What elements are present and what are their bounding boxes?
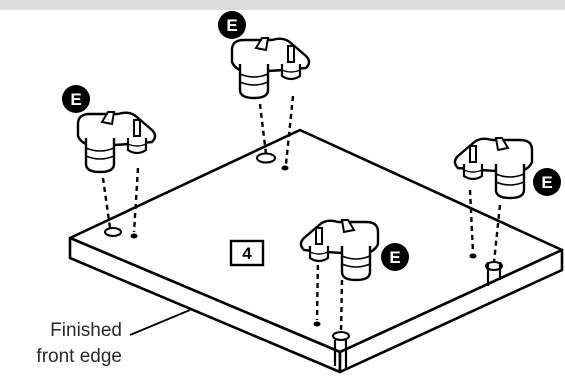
callout-e-back-left: E [62, 85, 90, 113]
edge-label-leader [130, 310, 190, 335]
edge-label-line1: Finished [0, 320, 122, 342]
svg-text:E: E [541, 173, 552, 192]
svg-text:E: E [226, 16, 237, 35]
caster-clip-back-center [232, 38, 309, 98]
callout-e-right: E [533, 168, 561, 196]
edge-label-line2: front edge [0, 346, 122, 368]
panel-number-box: 4 [231, 241, 263, 265]
callout-e-front: E [381, 243, 409, 271]
svg-text:E: E [389, 248, 400, 267]
svg-text:E: E [70, 90, 81, 109]
caster-clip-right [455, 138, 532, 198]
callout-e-back-center: E [218, 11, 246, 39]
caster-clip-back-left [78, 112, 155, 172]
svg-text:4: 4 [242, 244, 252, 263]
